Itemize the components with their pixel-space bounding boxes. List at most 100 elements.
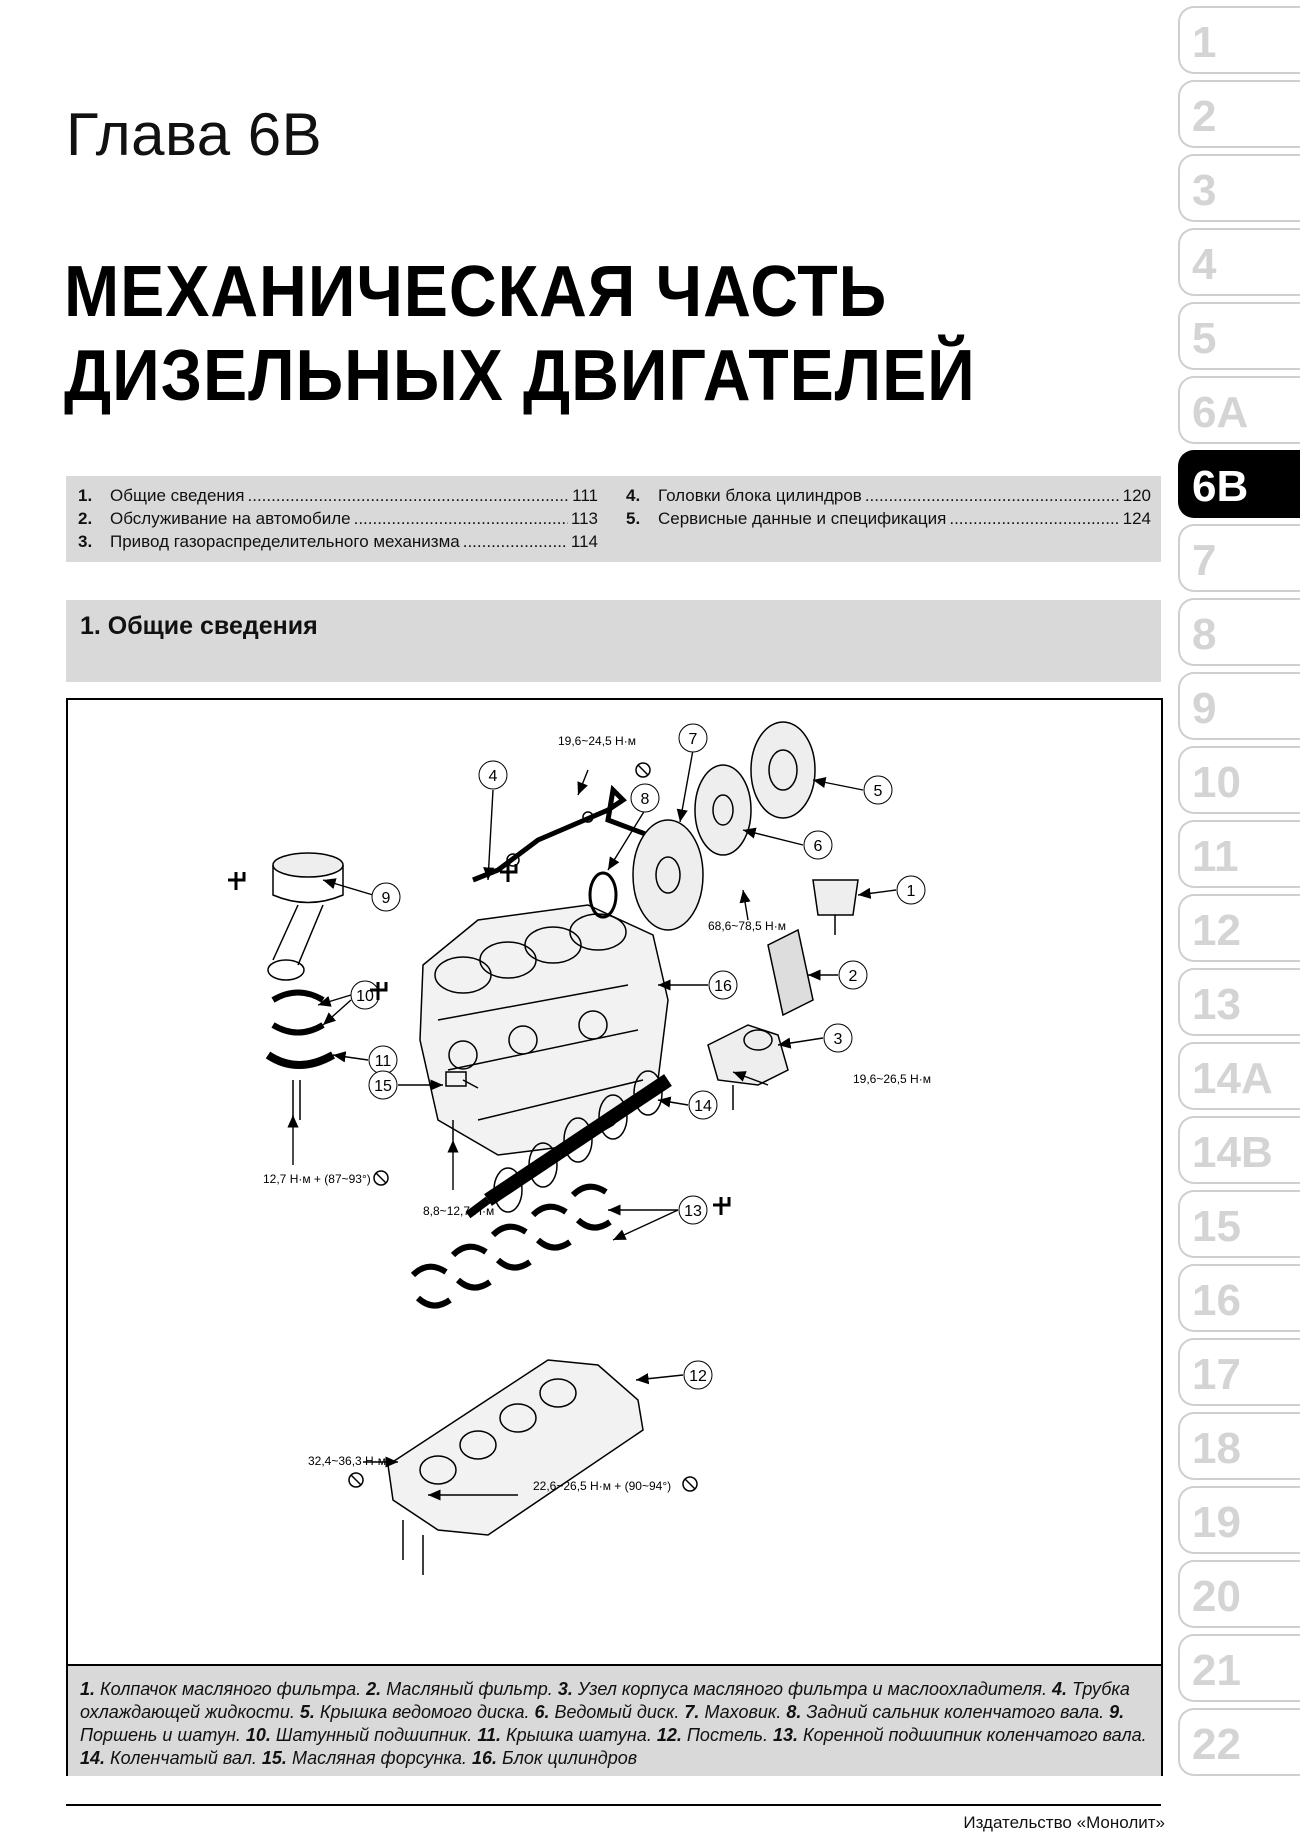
- chapter-tab[interactable]: 8: [1178, 598, 1300, 666]
- callout-2[interactable]: 2: [838, 960, 868, 990]
- oil-filter-drawing: [767, 928, 814, 1017]
- toc-column-right: 4. Головки блока цилиндров 120 5.Сервисные…: [626, 484, 1151, 530]
- oil-filter-cap-drawing: [812, 879, 859, 935]
- chapter-tab[interactable]: 10: [1178, 746, 1300, 814]
- no-reuse-icon: [348, 1472, 364, 1488]
- chapter-tab[interactable]: 17: [1178, 1338, 1300, 1406]
- chapter-tab[interactable]: 14В: [1178, 1116, 1300, 1184]
- clutch-cover-drawing: [750, 721, 816, 819]
- toc-leader-dots: [463, 530, 568, 553]
- callout-11[interactable]: 11: [368, 1045, 398, 1075]
- chapter-tab[interactable]: 3: [1178, 154, 1300, 222]
- toc-item[interactable]: 4. Головки блока цилиндров 120: [626, 484, 1151, 507]
- torque-label-rod-cap: 12,7 Н·м + (87~93°): [263, 1172, 371, 1186]
- callout-12[interactable]: 12: [683, 1360, 713, 1390]
- chapter-tab[interactable]: 11: [1178, 820, 1300, 888]
- chapter-tab[interactable]: 19: [1178, 1486, 1300, 1554]
- torque-label-tube: 19,6~24,5 Н·м: [558, 734, 636, 748]
- callout-14[interactable]: 14: [688, 1090, 718, 1120]
- chapter-tab[interactable]: 14А: [1178, 1042, 1300, 1110]
- toc-leader-dots: [865, 484, 1120, 507]
- chapter-tab[interactable]: 18: [1178, 1412, 1300, 1480]
- callout-5[interactable]: 5: [863, 775, 893, 805]
- oil-can-icon: [500, 864, 518, 882]
- toc-item[interactable]: 3.Привод газораспределительного механизм…: [78, 530, 598, 553]
- chapter-tab-label: 14В: [1192, 1128, 1273, 1177]
- callout-8[interactable]: 8: [630, 783, 660, 813]
- no-reuse-icon: [682, 1476, 698, 1492]
- chapter-tab[interactable]: 21: [1178, 1634, 1300, 1702]
- torque-label-bedplate-a: 32,4~36,3 Н·м: [308, 1454, 386, 1468]
- chapter-tab[interactable]: 6А: [1178, 376, 1300, 444]
- callout-number: 11: [375, 1053, 392, 1070]
- chapter-tab[interactable]: 6В: [1178, 450, 1300, 518]
- chapter-tab[interactable]: 22: [1178, 1708, 1300, 1776]
- chapter-tab[interactable]: 12: [1178, 894, 1300, 962]
- callout-13[interactable]: 13: [678, 1195, 708, 1225]
- chapter-tab[interactable]: 20: [1178, 1560, 1300, 1628]
- callout-number: 4: [489, 768, 498, 785]
- callout-6[interactable]: 6: [803, 830, 833, 860]
- caption-text: 1. Колпачок масляного фильтра. 2. Маслян…: [80, 1679, 1147, 1768]
- footer-divider: [66, 1804, 1161, 1806]
- callout-number: 3: [834, 1031, 843, 1048]
- callout-number: 7: [689, 731, 698, 748]
- chapter-tab-label: 9: [1192, 684, 1217, 733]
- chapter-tab-label: 22: [1192, 1720, 1241, 1769]
- toc-item-page: 113: [570, 509, 598, 528]
- callout-15[interactable]: 15: [368, 1070, 398, 1100]
- filter-housing-drawing: [707, 1024, 789, 1110]
- conrod-cap-drawing: [265, 1051, 335, 1120]
- callout-10[interactable]: 10: [350, 980, 380, 1010]
- crankshaft-drawing: [465, 1070, 672, 1219]
- oil-can-icon: [228, 872, 246, 890]
- callouts: 1 2 3 4 5 6 7 8 9 10 11 12 13 14 15 16: [350, 723, 926, 1390]
- chapter-tab-label: 19: [1192, 1498, 1241, 1547]
- chapter-tab[interactable]: 2: [1178, 80, 1300, 148]
- toc-item-number: 5.: [626, 509, 641, 528]
- toc-item-title: Головки блока цилиндров: [658, 486, 862, 505]
- toc-column-left: 1.Общие сведения111 2.Обслуживание на ав…: [78, 484, 598, 553]
- toc-item-page: 120: [1122, 486, 1151, 505]
- chapter-title-line-1: МЕХАНИЧЕСКАЯ ЧАСТЬ: [64, 252, 888, 332]
- section-title: 1. Общие сведения: [80, 612, 318, 640]
- chapter-tab[interactable]: 5: [1178, 302, 1300, 370]
- callout-7[interactable]: 7: [678, 723, 708, 753]
- chapter-tab-label: 1: [1192, 18, 1217, 67]
- chapter-tab-label: 10: [1192, 758, 1241, 807]
- chapter-tab-label: 18: [1192, 1424, 1241, 1473]
- toc-item[interactable]: 5.Сервисные данные и спецификация124: [626, 507, 1151, 530]
- chapter-label: Глава 6В: [66, 101, 323, 168]
- callout-3[interactable]: 3: [823, 1023, 853, 1053]
- table-of-contents: 1.Общие сведения111 2.Обслуживание на ав…: [66, 476, 1161, 562]
- chapter-title: МЕХАНИЧЕСКАЯ ЧАСТЬ ДИЗЕЛЬНЫХ ДВИГАТЕЛЕЙ: [64, 250, 976, 418]
- chapter-tab[interactable]: 9: [1178, 672, 1300, 740]
- toc-item-number: 4.: [626, 486, 641, 505]
- chapter-tab[interactable]: 13: [1178, 968, 1300, 1036]
- chapter-tab-label: 21: [1192, 1646, 1241, 1695]
- toc-item[interactable]: 2.Обслуживание на автомобиле113: [78, 507, 598, 530]
- callout-16[interactable]: 16: [708, 970, 738, 1000]
- torque-label-flywheel: 68,6~78,5 Н·м: [708, 919, 786, 933]
- service-symbols: [228, 762, 731, 1492]
- callout-number: 16: [714, 978, 732, 995]
- chapter-tab[interactable]: 4: [1178, 228, 1300, 296]
- callout-9[interactable]: 9: [371, 882, 401, 912]
- toc-item-number: 2.: [78, 509, 93, 528]
- chapter-tab[interactable]: 7: [1178, 524, 1300, 592]
- coolant-tube-drawing: [472, 784, 649, 883]
- toc-item-title: Общие сведения: [110, 486, 245, 505]
- toc-item[interactable]: 1.Общие сведения111: [78, 484, 598, 507]
- chapter-tab[interactable]: 15: [1178, 1190, 1300, 1258]
- chapter-tab-label: 12: [1192, 906, 1241, 955]
- callout-4[interactable]: 4: [478, 760, 508, 790]
- chapter-tab[interactable]: 16: [1178, 1264, 1300, 1332]
- callout-1[interactable]: 1: [896, 875, 926, 905]
- callout-number: 5: [874, 783, 883, 800]
- piston-conrod-drawing: [267, 852, 344, 981]
- torque-label-bedplate-b: 22,6~26,5 Н·м + (90~94°): [533, 1479, 671, 1493]
- callout-number: 10: [356, 988, 374, 1005]
- no-reuse-icon: [635, 762, 651, 778]
- torque-label-oil-jet: 8,8~12,7 Н·м: [423, 1204, 494, 1218]
- chapter-tab[interactable]: 1: [1178, 6, 1300, 74]
